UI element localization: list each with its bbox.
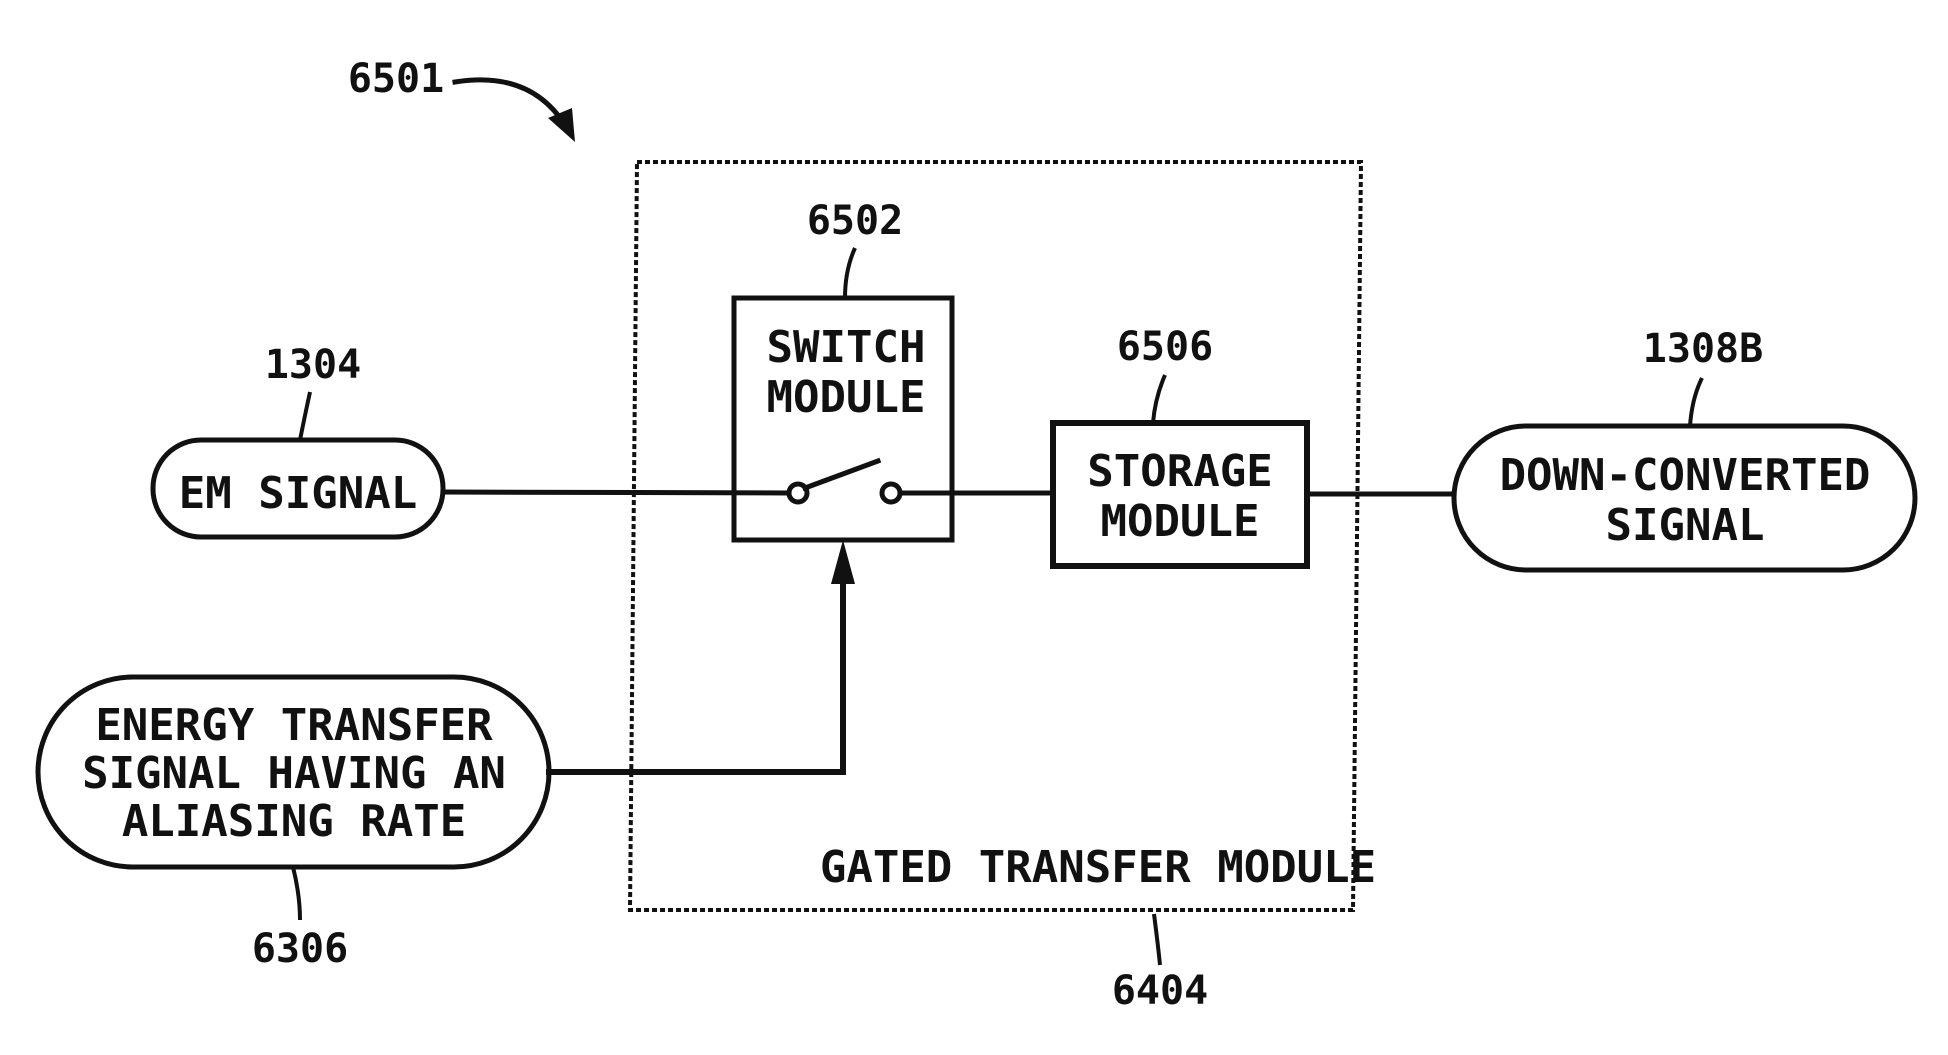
wire-control-signal: [549, 582, 843, 772]
figure-ref-label: 6501: [348, 56, 444, 102]
control-arrowhead: [831, 540, 855, 584]
down-converted-signal-line1: DOWN-CONVERTED: [1500, 450, 1871, 501]
switch-module-ref: 6502: [807, 198, 903, 244]
wire-em-to-switch: [443, 492, 789, 493]
storage-module-ref: 6506: [1117, 324, 1213, 370]
storage-module-line1: STORAGE: [1087, 446, 1272, 497]
switch-contact-right: [882, 484, 900, 502]
energy-transfer-signal-line2: SIGNAL HAVING AN: [82, 748, 506, 799]
energy-transfer-signal-leader: [293, 867, 300, 920]
em-signal-leader: [300, 392, 310, 440]
figure-ref-arrowhead: [548, 108, 575, 142]
energy-transfer-signal-line1: ENERGY TRANSFER: [95, 700, 493, 751]
down-converted-signal-ref: 1308B: [1643, 326, 1763, 372]
switch-module-line1: SWITCH: [767, 322, 926, 373]
em-signal-ref: 1304: [265, 342, 361, 388]
down-converted-signal-leader: [1690, 378, 1702, 426]
storage-module-line2: MODULE: [1101, 496, 1260, 547]
energy-transfer-signal-line3: ALIASING RATE: [122, 796, 466, 847]
switch-module-line2: MODULE: [767, 372, 926, 423]
gated-transfer-module-ref: 6404: [1112, 968, 1208, 1014]
gated-transfer-module-label: GATED TRANSFER MODULE: [820, 842, 1376, 893]
storage-module-leader: [1153, 375, 1165, 423]
gated-transfer-module-leader: [1154, 914, 1160, 965]
energy-transfer-signal-ref: 6306: [252, 926, 348, 972]
em-signal-label: EM SIGNAL: [179, 468, 417, 519]
down-converted-signal-line2: SIGNAL: [1606, 500, 1765, 551]
switch-module-leader: [845, 248, 855, 298]
